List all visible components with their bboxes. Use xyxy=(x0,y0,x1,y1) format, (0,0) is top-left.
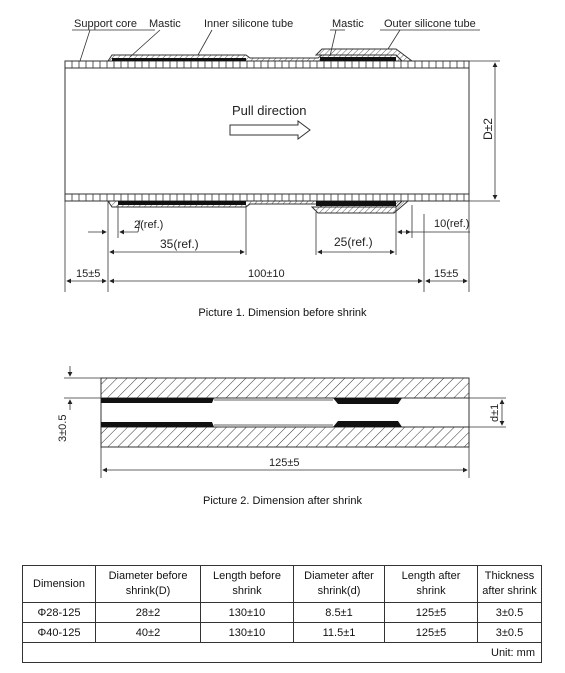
mastic-right-top xyxy=(320,57,396,61)
label-inner-silicone-tube: Inner silicone tube xyxy=(204,18,293,30)
table-unit-row: Unit: mm xyxy=(22,642,542,663)
dim-lines-picture1 xyxy=(64,201,470,292)
shrunk-mastic-right-bottom xyxy=(333,421,402,427)
technical-drawing: Support core Mastic Inner silicone tube … xyxy=(57,18,506,478)
table-header-row: Dimension Diameter before shrink(D) Leng… xyxy=(22,565,542,603)
label-dim-35: 35(ref.) xyxy=(160,237,199,251)
label-dim-15-right: 15±5 xyxy=(434,268,458,280)
picture1-diagram: Support core Mastic Inner silicone tube … xyxy=(64,18,500,292)
spec-table: Dimension Diameter before shrink(D) Leng… xyxy=(22,565,542,663)
header-dimension: Dimension xyxy=(22,565,96,603)
dim-lines-picture2 xyxy=(64,366,506,478)
cell-diameter-before: 28±2 xyxy=(95,602,201,623)
table-row: Φ28-125 28±2 130±10 8.5±1 125±5 3±0.5 xyxy=(22,602,542,623)
shrunk-mastic-left-top xyxy=(101,398,214,403)
dim-diameter-D xyxy=(469,60,500,202)
label-mastic-left: Mastic xyxy=(149,18,181,30)
mastic-left-top xyxy=(112,58,246,61)
label-dim-100: 100±10 xyxy=(248,268,285,280)
table-row: Φ40-125 40±2 130±10 11.5±1 125±5 3±0.5 xyxy=(22,622,542,643)
label-support-core: Support core xyxy=(74,18,137,30)
cell-diameter-after: 11.5±1 xyxy=(293,622,385,643)
cell-thickness-after: 3±0.5 xyxy=(477,622,542,643)
cell-diameter-after: 8.5±1 xyxy=(293,602,385,623)
cell-length-before: 130±10 xyxy=(200,622,294,643)
shrunk-mastic-left-bottom xyxy=(101,422,214,427)
pull-direction-arrow-icon xyxy=(229,120,311,140)
header-diameter-before: Diameter before shrink(D) xyxy=(95,565,201,603)
label-dim-15-left: 15±5 xyxy=(76,268,100,280)
shrunk-wall-bottom xyxy=(100,426,470,448)
cell-dimension: Φ28-125 xyxy=(22,602,96,623)
shrunk-mastic-right-top xyxy=(333,398,402,404)
header-length-before: Length before shrink xyxy=(200,565,294,603)
header-diameter-after: Diameter after shrink(d) xyxy=(293,565,385,603)
picture2-diagram: 3±0.5 d±1 125±5 xyxy=(57,366,506,478)
cell-dimension: Φ40-125 xyxy=(22,622,96,643)
cell-thickness-after: 3±0.5 xyxy=(477,602,542,623)
mastic-right-bottom xyxy=(316,201,396,206)
support-core-top xyxy=(64,60,470,69)
label-length-125: 125±5 xyxy=(269,457,300,469)
label-outer-silicone-tube: Outer silicone tube xyxy=(384,18,476,30)
label-dim-2: 2(ref.) xyxy=(134,219,163,231)
callout-leaders xyxy=(72,29,480,62)
label-diameter-D: D±2 xyxy=(481,118,495,140)
unit-note: Unit: mm xyxy=(22,642,542,663)
mastic-left-bottom xyxy=(118,201,246,205)
outer-silicone-tube-top xyxy=(314,48,414,62)
shrunk-wall-top xyxy=(100,377,470,399)
caption-picture1: Picture 1. Dimension before shrink xyxy=(198,307,367,319)
caption-picture2: Picture 2. Dimension after shrink xyxy=(203,495,362,507)
label-pull-direction: Pull direction xyxy=(232,103,306,118)
label-diameter-d: d±1 xyxy=(489,404,501,422)
header-length-after: Length after shrink xyxy=(384,565,478,603)
header-thickness-after: Thickness after shrink xyxy=(477,565,542,603)
cell-length-after: 125±5 xyxy=(384,602,478,623)
label-mastic-right: Mastic xyxy=(332,18,364,30)
cell-length-after: 125±5 xyxy=(384,622,478,643)
cell-length-before: 130±10 xyxy=(200,602,294,623)
label-dim-10: 10(ref.) xyxy=(434,218,469,230)
label-dim-25: 25(ref.) xyxy=(334,235,373,249)
cell-diameter-before: 40±2 xyxy=(95,622,201,643)
label-thickness: 3±0.5 xyxy=(57,415,69,442)
support-core-bottom xyxy=(64,193,470,202)
